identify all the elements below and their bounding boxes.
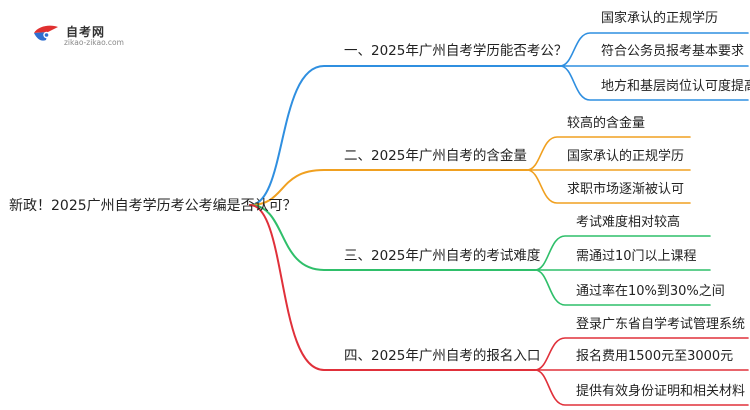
branch-4-leaf-3: 提供有效身份证明和相关材料 xyxy=(576,384,746,399)
graduation-cap-icon xyxy=(34,25,58,41)
branch-1-label: 一、2025年广州自考学历能否考公？ xyxy=(344,43,568,59)
branch-1-leaf-1: 国家承认的正规学历 xyxy=(601,11,719,26)
branch-4-leaf-3-connector xyxy=(534,369,749,406)
site-logo: 自考网 zikao-zikao.com xyxy=(32,20,142,50)
branch-2-label: 二、2025年广州自考的含金量 xyxy=(344,148,527,164)
branch-1-leaf-3-connector xyxy=(559,65,749,101)
branch-3-leaf-1-connector xyxy=(534,235,711,271)
branch-3-connector xyxy=(249,204,536,271)
branch-4-leaf-1-connector xyxy=(534,337,749,371)
branch-3-leaf-3: 通过率在10%到30%之间 xyxy=(576,284,725,299)
branch-1-leaf-2: 符合公务员报考基本要求 xyxy=(601,44,745,59)
logo-title: 自考网 xyxy=(66,25,106,39)
branch-3-leaf-3-connector xyxy=(534,269,711,306)
branch-1-leaf-3: 地方和基层岗位认可度提高 xyxy=(601,79,750,94)
branch-1-leaf-1-connector xyxy=(559,32,749,67)
branch-3-label: 三、2025年广州自考的考试难度 xyxy=(344,248,541,264)
branch-4-leaf-2: 报名费用1500元至3000元 xyxy=(576,349,734,364)
branch-2-leaf-2: 国家承认的正规学历 xyxy=(567,149,685,164)
branch-4-label: 四、2025年广州自考的报名入口 xyxy=(344,348,541,364)
branch-4-leaf-1: 登录广东省自学考试管理系统 xyxy=(576,317,746,332)
branch-2-leaf-3-connector xyxy=(526,169,691,204)
branch-2-leaf-3: 求职市场逐渐被认可 xyxy=(567,182,685,197)
branch-4-connector xyxy=(249,204,536,371)
branch-1-connector xyxy=(249,65,561,206)
branch-2-connector xyxy=(249,169,528,206)
branch-2-leaf-1-connector xyxy=(526,136,691,171)
branch-3-leaf-2: 需通过10门以上课程 xyxy=(576,249,697,264)
branch-2-leaf-1: 较高的含金量 xyxy=(567,116,646,131)
root-topic: 新政！2025广州自考学历考公考编是否认可？ xyxy=(9,198,297,214)
logo-url: zikao-zikao.com xyxy=(64,38,124,47)
branch-3-leaf-1: 考试难度相对较高 xyxy=(576,215,681,230)
